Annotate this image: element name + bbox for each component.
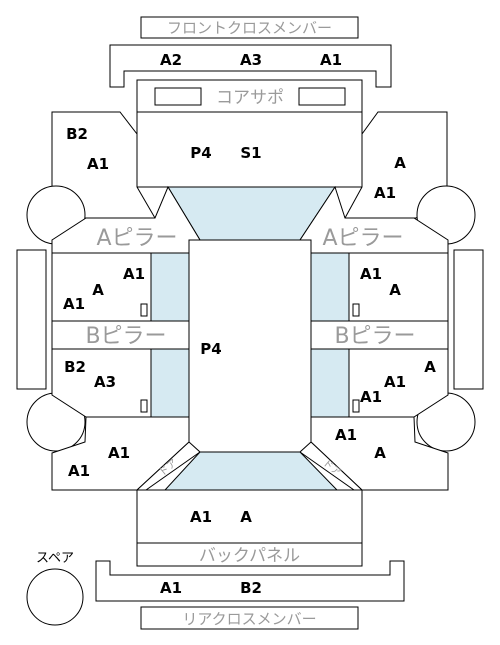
b-pillar-left: Bピラー [51, 320, 190, 350]
front-cross-member: フロントクロスメンバー [140, 16, 359, 39]
rear-left-door-handle [140, 399, 148, 413]
rear-left-door-code-1: B2 [64, 358, 86, 376]
roof: P4 [188, 239, 312, 453]
trunk: A1 A [136, 489, 363, 544]
rear-right-door-handle [352, 399, 360, 413]
back-panel: バックパネル [136, 542, 363, 567]
rear-right-door-code-3: A1 [360, 388, 382, 406]
rear-right-door: A A1 A1 [310, 348, 449, 418]
front-left-fender: B2 A1 [51, 111, 156, 219]
core-support: コアサポ [136, 79, 363, 113]
front-right-fender-code-1: A [394, 154, 406, 172]
rear-right-quarter: A1 A [310, 416, 449, 491]
b-pillar-right-shape [310, 320, 449, 350]
front-right-door-code-2: A [389, 281, 401, 299]
rear-cross-member: リアクロスメンバー [140, 606, 359, 630]
rear-member-code-2: B2 [240, 579, 262, 597]
roof-shape [188, 239, 312, 453]
b-pillar-left-shape [51, 320, 190, 350]
front-left-door-code-2: A [92, 281, 104, 299]
trunk-code-1: A1 [190, 508, 212, 526]
rear-right-quarter-code-2: A [374, 444, 386, 462]
rear-left-quarter-shape [51, 416, 190, 491]
left-side-sill [16, 249, 47, 390]
rear-right-door-code-1: A [424, 358, 436, 376]
back-panel-label: バックパネル [199, 546, 300, 566]
spare-tire: スペア [26, 551, 84, 626]
b-pillar-right: Bピラー [310, 320, 449, 350]
rear-member-bracket [95, 560, 405, 602]
front-right-door-handle [352, 303, 360, 317]
front-cross-member-box [140, 16, 359, 39]
front-right-window [310, 252, 350, 322]
hood: P4 S1 [190, 144, 261, 162]
rear-right-window [310, 348, 350, 418]
front-left-fender-code-1: B2 [66, 125, 88, 143]
b-pillar-left-label: Bピラー [85, 324, 166, 349]
rear-left-quarter: A1 A1 [51, 416, 190, 491]
front-cross-member-label: フロントクロスメンバー [167, 19, 332, 37]
rear-right-quarter-code-1: A1 [335, 426, 357, 444]
front-right-door-code-1: A1 [360, 265, 382, 283]
front-member-code-2: A3 [240, 51, 262, 69]
right-side-sill [453, 249, 484, 390]
back-panel-box [136, 542, 363, 567]
hood-code-2: S1 [240, 144, 261, 162]
front-left-window [150, 252, 190, 322]
spare-tire-circle [26, 568, 84, 626]
rear-left-door: B2 A3 [51, 348, 190, 418]
rear-member-code-1: A1 [160, 579, 182, 597]
hood-code-1: P4 [190, 144, 211, 162]
front-left-fender-code-2: A1 [87, 155, 109, 173]
rear-left-door-code-2: A3 [94, 373, 116, 391]
rear-cross-member-box [140, 606, 359, 630]
front-member-code-3: A1 [320, 51, 342, 69]
a-pillar-right: Aピラー [299, 185, 449, 254]
front-member-code-1: A2 [160, 51, 182, 69]
trunk-shape [136, 489, 363, 544]
a-pillar-right-label: Aピラー [322, 226, 403, 251]
rear-cross-member-label: リアクロスメンバー [182, 610, 316, 628]
front-right-fender-code-2: A1 [374, 184, 396, 202]
rear-right-door-code-2: A1 [384, 373, 406, 391]
front-left-door-code-3: A1 [63, 295, 85, 313]
spare-label: スペア [36, 551, 74, 566]
core-support-label: コアサポ [216, 88, 284, 108]
core-support-right-slot [298, 87, 346, 106]
a-pillar-left-label: Aピラー [96, 226, 177, 251]
a-pillar-left: Aピラー [51, 185, 201, 254]
rear-left-quarter-code-1: A1 [108, 444, 130, 462]
front-left-door-code-1: A1 [123, 265, 145, 283]
front-left-door-handle [140, 303, 148, 317]
b-pillar-right-label: Bピラー [334, 324, 415, 349]
roof-code: P4 [200, 340, 221, 358]
front-member-bracket [109, 44, 392, 88]
trunk-code-2: A [240, 508, 252, 526]
core-support-left-slot [154, 87, 202, 106]
rear-left-window [150, 348, 190, 418]
rear-left-quarter-code-2: A1 [68, 462, 90, 480]
